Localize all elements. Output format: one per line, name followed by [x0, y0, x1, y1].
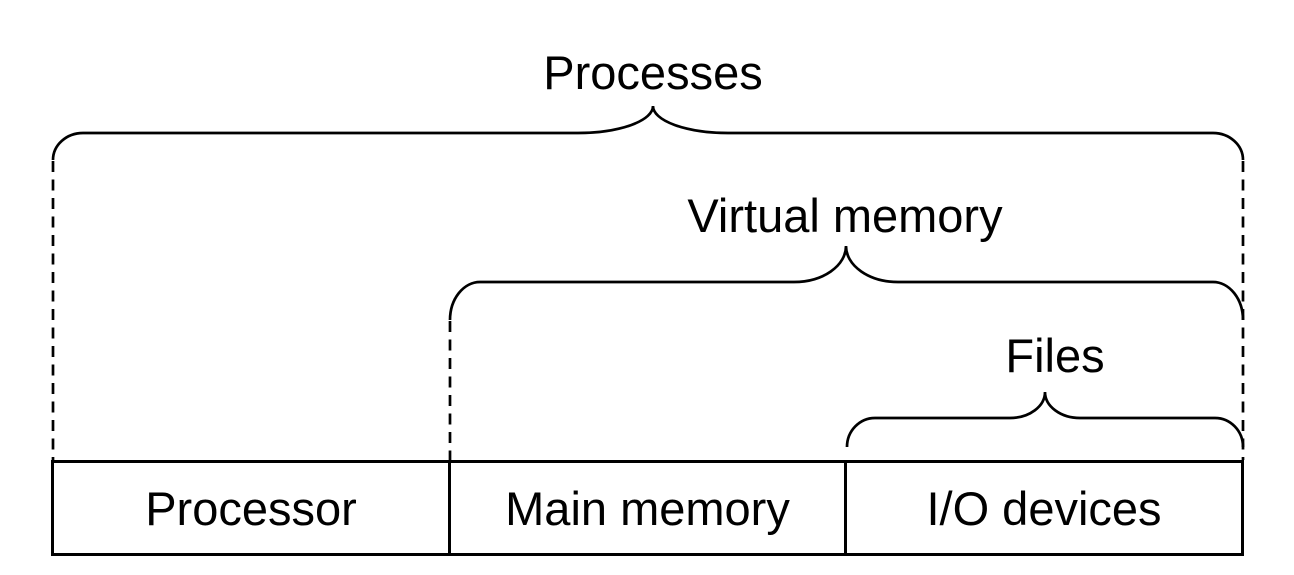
processes-label: Processes [543, 46, 763, 99]
processes-brace [51, 105, 1245, 161]
processor-box: Processor [54, 463, 451, 553]
virtual-memory-brace [448, 245, 1245, 321]
main-memory-label: Main memory [505, 481, 790, 535]
main-memory-box: Main memory [451, 463, 847, 553]
files-brace [845, 391, 1245, 448]
virtual-memory-label: Virtual memory [687, 189, 1003, 242]
io-devices-box: I/O devices [847, 463, 1241, 553]
processor-label: Processor [145, 481, 357, 535]
io-devices-label: I/O devices [926, 481, 1162, 535]
files-label: Files [1005, 329, 1105, 382]
hardware-row: Processor Main memory I/O devices [51, 460, 1244, 556]
